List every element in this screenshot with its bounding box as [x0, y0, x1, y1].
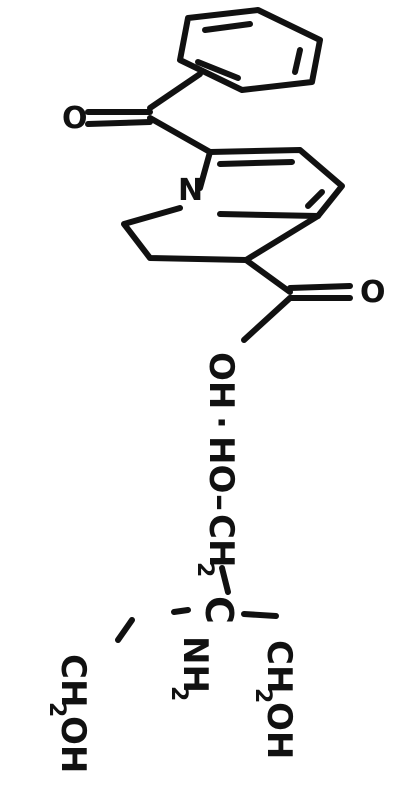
- bond-ch2-central-c: [219, 565, 231, 595]
- ch2oh-right-subscript: 2: [250, 688, 275, 703]
- benzene-double-bond-3: [195, 59, 241, 81]
- ch2oh-left-label: CH: [53, 654, 93, 707]
- ch2oh-right-tail: OH: [259, 702, 299, 759]
- bond-c-ch2oh-right: [241, 611, 279, 619]
- central-carbon-label: C: [197, 596, 241, 624]
- pyrrolidine-ring: [121, 205, 321, 263]
- benzene-double-bond-1: [202, 21, 253, 33]
- ch2oh-left-tail: OH: [53, 716, 93, 773]
- bond-ring-acid: [243, 257, 293, 295]
- nh2-subscript: 2: [166, 686, 191, 701]
- bond-c-nh2: [171, 607, 191, 615]
- bond-carbonyl-pyrrole: [147, 115, 213, 155]
- ch2-link-subscript: 2: [192, 562, 217, 577]
- pyrrole-outline: [207, 147, 345, 219]
- salt-text-group: OH · HO – CH 2: [192, 352, 241, 577]
- ch2oh-right-label: CH: [259, 640, 299, 693]
- bond-c-ch2oh-left: [115, 617, 135, 643]
- ch2-link-label: CH: [201, 514, 241, 567]
- ketone-oxygen-label: O: [62, 101, 88, 136]
- nh2-label: NH: [175, 636, 215, 693]
- acid-oxygen-label: O: [360, 275, 386, 310]
- bond-benzene-carbonyl: [147, 71, 203, 111]
- benzene-ring: [177, 7, 323, 93]
- benzene-outline: [177, 7, 323, 93]
- salt-ho-label: HO: [201, 436, 241, 493]
- nh2-group: NH 2: [166, 636, 215, 701]
- central-carbon-group: C: [197, 596, 241, 624]
- dash-label-1: –: [201, 494, 241, 511]
- ketone-group: [85, 71, 213, 155]
- acid-group: [241, 257, 353, 343]
- pyrrole-double-bond-1: [217, 159, 295, 167]
- dot-label: ·: [201, 416, 241, 429]
- acid-double-bond-a: [287, 283, 353, 291]
- pyrrolidine-outline: [121, 205, 321, 263]
- ring-nitrogen-label: N: [178, 173, 203, 208]
- pyrrole-ring: [197, 147, 345, 219]
- ch2oh-left-group: CH 2 OH: [44, 654, 93, 773]
- pyrrole-double-bond-2: [305, 189, 325, 209]
- bond-acid-oh: [241, 295, 293, 343]
- bond-c-n: [197, 149, 213, 191]
- ch2oh-right-group: CH 2 OH: [250, 640, 299, 759]
- ketone-double-bond-b: [85, 119, 153, 127]
- acid-oh-label: OH: [201, 352, 241, 409]
- ch2oh-left-subscript: 2: [44, 702, 69, 717]
- benzene-double-bond-2: [292, 47, 303, 75]
